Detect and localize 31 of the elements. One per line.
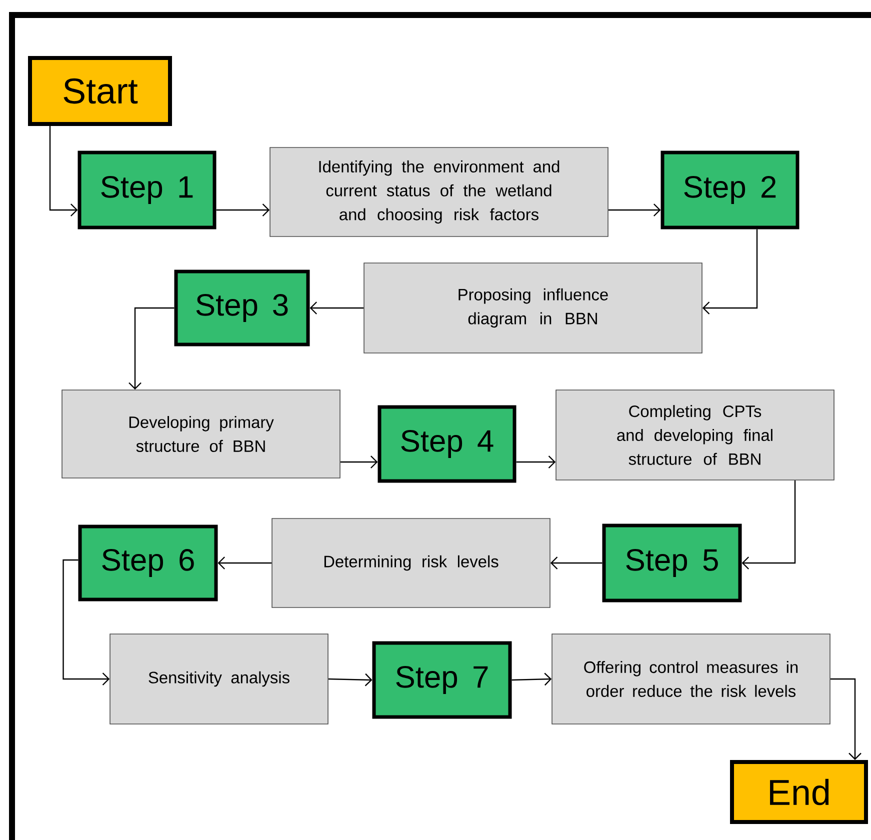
arrow	[830, 678, 862, 760]
arrow	[516, 456, 556, 468]
arrow	[608, 204, 661, 216]
step-box: Step 1	[78, 150, 216, 230]
arrow	[216, 204, 270, 216]
process-box: Proposing influence diagram in BBN	[364, 262, 702, 354]
arrow	[550, 556, 602, 570]
arrow	[702, 229, 758, 314]
step-box: Step 6	[78, 524, 218, 602]
terminal-box: Start	[28, 56, 172, 126]
arrow	[62, 559, 110, 686]
arrow	[328, 673, 372, 686]
terminal-box: End	[730, 760, 868, 824]
process-box: Completing CPTs and developing final structure of BBN	[556, 390, 834, 480]
process-box: Developing primary structure of BBN	[62, 390, 340, 478]
arrow	[218, 556, 272, 570]
step-box: Step 3	[174, 270, 310, 346]
process-box: Identifying the environment and current status of the wetland and choosing risk factors	[270, 147, 608, 237]
arrow	[512, 672, 552, 686]
arrow	[49, 126, 78, 216]
process-box: Determining risk levels	[272, 518, 550, 608]
step-box: Step 5	[602, 524, 742, 602]
arrow	[128, 307, 174, 390]
process-box: Offering control measures in order reduce the risk levels	[552, 634, 830, 724]
process-box: Sensitivity analysis	[110, 634, 328, 724]
arrow	[340, 456, 378, 468]
step-box: Step 2	[660, 150, 800, 230]
step-box: Step 4	[378, 405, 516, 483]
arrow	[310, 302, 364, 314]
step-box: Step 7	[372, 641, 512, 719]
arrow	[742, 480, 796, 570]
